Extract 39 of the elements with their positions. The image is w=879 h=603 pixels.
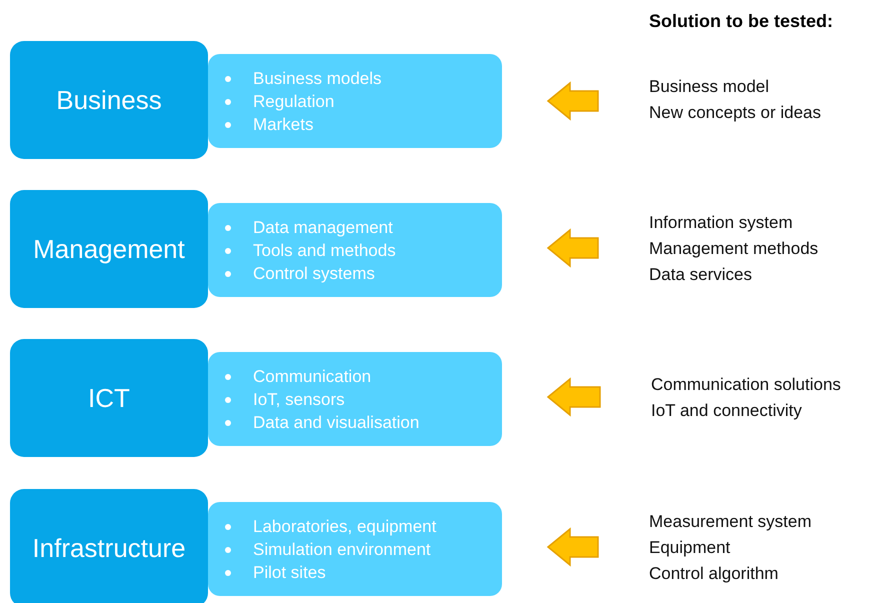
category-box <box>10 190 208 308</box>
solution-text: Data services <box>649 264 753 286</box>
solution-text: Information system <box>649 212 794 234</box>
block-arrow <box>546 377 601 417</box>
bullet-list-box <box>208 352 502 446</box>
category-label: Management <box>33 234 185 264</box>
bullet-item: Pilot sites <box>253 560 502 584</box>
bullet-item: Communication <box>253 364 502 388</box>
bullet-item: Business models <box>253 66 502 90</box>
block-arrow <box>546 228 599 268</box>
solution-text: Business model <box>649 76 770 98</box>
column-heading: Solution to be tested: <box>649 11 833 32</box>
bullet-item: Regulation <box>253 90 502 112</box>
bullet-item: Data and visualisation <box>253 410 502 434</box>
solution-text: Equipment <box>649 537 732 559</box>
category-box <box>10 339 208 457</box>
bullet-item: Laboratories, equipment <box>253 514 502 538</box>
bullet-list-box <box>208 502 502 596</box>
solution-text: New concepts or ideas <box>649 102 821 124</box>
bullet-item: Markets <box>253 112 502 136</box>
solution-text: Control algorithm <box>649 563 780 585</box>
solution-text: Management methods <box>649 238 818 260</box>
solution-text: IoT and connectivity <box>651 400 803 422</box>
bullet-item: Simulation environment <box>253 538 502 560</box>
bullet-item: Tools and methods <box>253 238 502 262</box>
bullet-list-box <box>208 203 502 297</box>
category-label: Business <box>56 84 162 116</box>
category-box <box>10 489 208 603</box>
bullet-item: Control systems <box>253 262 502 284</box>
bullet-item: IoT, sensors <box>253 388 502 410</box>
bullet-item: Data management <box>253 216 502 238</box>
block-arrow <box>546 81 599 121</box>
solution-text: Communication solutions <box>651 374 841 396</box>
block-arrow <box>546 527 599 567</box>
category-box <box>10 41 208 159</box>
category-label: ICT <box>88 382 130 414</box>
solution-text: Measurement system <box>649 511 812 533</box>
category-label: Infrastructure <box>32 532 186 564</box>
bullet-list-box <box>208 54 502 148</box>
